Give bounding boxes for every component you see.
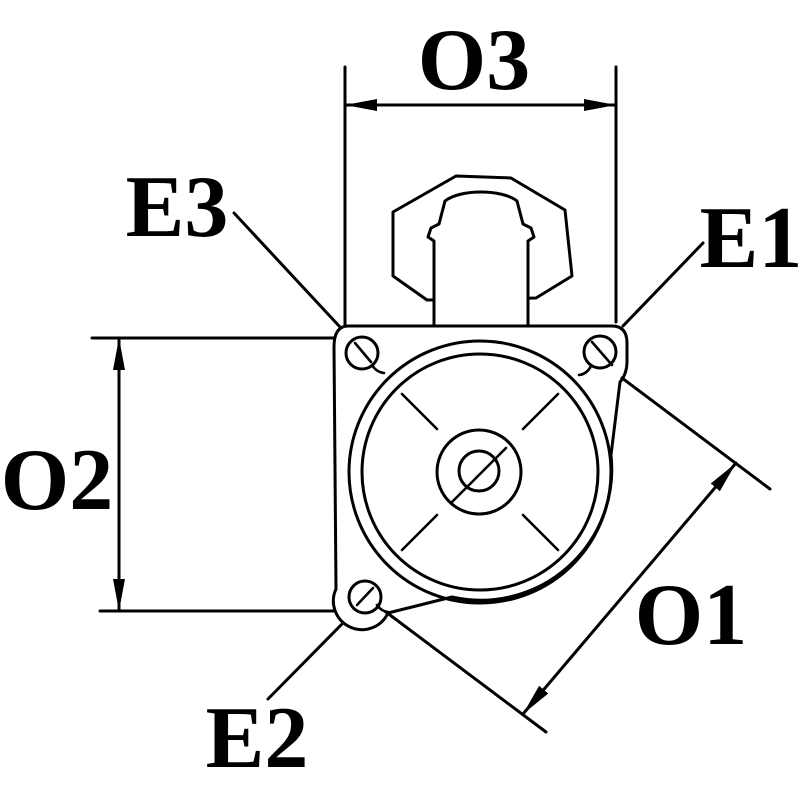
dimension-o3: O3	[343, 12, 618, 328]
dimension-label-o2: O2	[1, 432, 113, 529]
shaft-hub	[435, 428, 523, 516]
part-outline-group	[331, 174, 629, 632]
dimension-o1-dimension-line	[521, 461, 738, 716]
dimension-o1: O1	[384, 376, 772, 734]
solenoid-boss-tower-outline	[426, 190, 536, 328]
dimension-o2: O2	[1, 336, 336, 613]
hole-label-e3: E3	[126, 159, 229, 256]
callout-e1-leader-line	[621, 241, 705, 328]
cross-mark-upper-right	[521, 392, 560, 431]
callout-e1: E1	[621, 190, 800, 328]
bolt-hole-e2-slash	[355, 586, 375, 607]
cross-mark-lower-left	[400, 513, 439, 552]
hub-slash-mark	[449, 446, 508, 505]
cross-mark-upper-left	[400, 392, 439, 431]
solenoid-boss	[391, 174, 574, 328]
bolt-hole-e1-slash	[590, 340, 614, 367]
callout-e3: E3	[126, 159, 342, 329]
callout-e2-leader-line	[266, 622, 344, 701]
hole-label-e2: E2	[206, 690, 309, 787]
hub-outer-circle	[435, 428, 523, 516]
dimension-label-o1: O1	[635, 567, 747, 664]
dimension-o1-extension-line-upper	[620, 376, 772, 491]
bolt-hole-e3-fillet-arc	[370, 363, 386, 375]
callout-e3-leader-line	[232, 211, 342, 329]
dimension-o1-extension-line-lower	[384, 610, 548, 734]
bolt-hole-e3-slash	[353, 341, 373, 364]
dimension-label-o3: O3	[418, 12, 530, 109]
hole-label-e1: E1	[700, 190, 800, 287]
callout-e2: E2	[206, 622, 344, 787]
bolt-holes	[344, 334, 618, 615]
bolt-hole-e1-fillet-arc	[577, 364, 593, 377]
hub-shaft-circle	[457, 449, 501, 493]
